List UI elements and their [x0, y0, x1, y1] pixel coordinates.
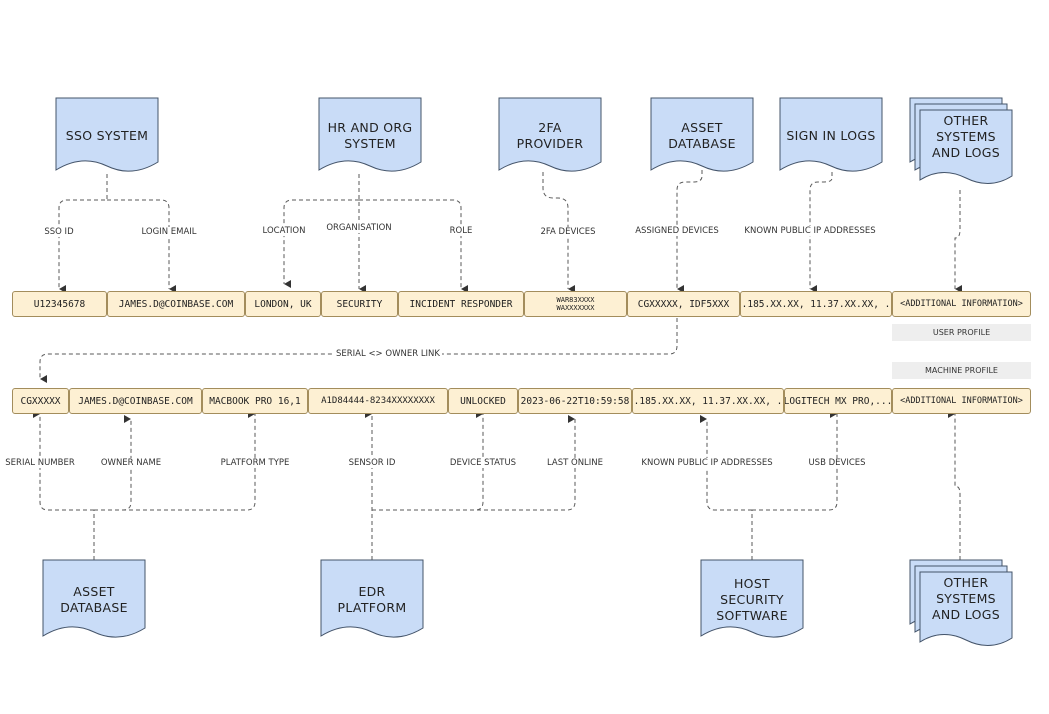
source-label: EDR PLATFORM	[337, 583, 407, 615]
user-field-login-email: JAMES.D@COINBASE.COM	[107, 291, 245, 317]
user-field-additional-info: <ADDITIONAL INFORMATION>	[892, 291, 1031, 317]
connector-device-status	[372, 410, 484, 511]
connector-sso-id	[58, 174, 108, 293]
source-asset-database-top: ASSET DATABASE	[650, 97, 754, 174]
source-label: ASSET DATABASE	[668, 119, 736, 151]
connector-login-email	[107, 199, 176, 293]
label-role: ROLE	[447, 226, 475, 236]
label-location: LOCATION	[260, 226, 308, 236]
source-2fa-provider: 2FA PROVIDER	[498, 97, 602, 174]
source-label: SSO SYSTEM	[65, 127, 149, 143]
connector-known-ips-bottom	[700, 415, 752, 511]
source-label: 2FA PROVIDER	[516, 119, 584, 151]
connector-additional-top	[954, 190, 962, 293]
connector-location	[283, 199, 359, 288]
machine-field-owner-name: JAMES.D@COINBASE.COM	[69, 388, 202, 414]
user-field-known-ips: 86.185.XX.XX, 11.37.XX.XX, ...	[740, 291, 892, 317]
label-device-status: DEVICE STATUS	[447, 458, 519, 468]
source-label: HOST SECURITY SOFTWARE	[716, 575, 788, 624]
machine-field-last-online: 2023-06-22T10:59:58	[518, 388, 632, 414]
connector-assigned-devices	[676, 170, 703, 293]
user-field-organisation: SECURITY	[321, 291, 398, 317]
source-edr-platform: EDR PLATFORM	[320, 559, 424, 640]
connector-additional-bottom	[948, 410, 961, 560]
source-label: SIGN IN LOGS	[786, 127, 876, 143]
label-usb-devices: USB DEVICES	[806, 458, 868, 468]
source-label: OTHER SYSTEMS AND LOGS	[932, 574, 1000, 623]
2fa-device-2: WAXXXXXXX	[556, 304, 595, 312]
user-field-location: LONDON, UK	[245, 291, 321, 317]
source-hr-org-system: HR AND ORG SYSTEM	[318, 97, 422, 174]
machine-field-serial-number: CGXXXXX	[12, 388, 69, 414]
label-serial-number: SERIAL NUMBER	[3, 458, 77, 468]
source-other-systems-top: OTHER SYSTEMS AND LOGS	[909, 97, 1013, 188]
2fa-device-1: WAR83XXXX	[556, 295, 595, 304]
source-label: ASSET DATABASE	[60, 583, 128, 615]
label-2fa-devices: 2FA DEVICES	[538, 227, 598, 237]
label-sensor-id: SENSOR ID	[346, 458, 398, 468]
machine-field-platform-type: MACBOOK PRO 16,1	[202, 388, 308, 414]
user-field-role: INCIDENT RESPONDER	[398, 291, 524, 317]
source-sso-system: SSO SYSTEM	[55, 97, 159, 174]
source-label: HR AND ORG SYSTEM	[327, 119, 413, 151]
connector-known-ips-top	[809, 172, 833, 293]
source-other-systems-bottom: OTHER SYSTEMS AND LOGS	[909, 559, 1013, 650]
label-sso-id: SSO ID	[42, 227, 76, 237]
label-login-email: LOGIN EMAIL	[139, 227, 199, 237]
machine-field-sensor-id: A1D84444-8234XXXXXXXX	[308, 388, 448, 414]
label-known-ips-bottom: KNOWN PUBLIC IP ADDRESSES	[639, 458, 775, 468]
connector-role	[359, 199, 468, 293]
machine-field-device-status: UNLOCKED	[448, 388, 518, 414]
label-last-online: LAST ONLINE	[544, 458, 606, 468]
source-label: OTHER SYSTEMS AND LOGS	[932, 112, 1000, 161]
machine-field-known-ips: 86.185.XX.XX, 11.37.XX.XX, ...	[632, 388, 784, 414]
user-field-2fa-devices: WAR83XXXX WAXXXXXXX	[524, 291, 627, 317]
machine-field-additional-info: <ADDITIONAL INFORMATION>	[892, 388, 1031, 414]
user-profile-tag: USER PROFILE	[892, 324, 1031, 341]
label-organisation: ORGANISATION	[324, 223, 394, 233]
serial-owner-link-label: SERIAL <> OWNER LINK	[334, 349, 442, 359]
machine-field-usb-devices: LOGITECH MX PRO,...	[784, 388, 892, 414]
connector-usb-devices	[752, 410, 838, 511]
user-field-assigned-devices: CGXXXXX, IDF5XXX	[627, 291, 740, 317]
source-sign-in-logs: SIGN IN LOGS	[779, 97, 883, 174]
machine-profile-tag: MACHINE PROFILE	[892, 362, 1031, 379]
source-asset-database-bottom: ASSET DATABASE	[42, 559, 146, 640]
connector-2fa-devices	[542, 172, 575, 293]
source-host-security-software: HOST SECURITY SOFTWARE	[700, 559, 804, 640]
label-assigned-devices: ASSIGNED DEVICES	[633, 226, 721, 236]
label-owner-name: OWNER NAME	[98, 458, 164, 468]
user-field-sso-id: U12345678	[12, 291, 107, 317]
label-platform-type: PLATFORM TYPE	[218, 458, 292, 468]
connector-serial-number	[33, 410, 94, 511]
label-known-ips-top: KNOWN PUBLIC IP ADDRESSES	[742, 226, 878, 236]
